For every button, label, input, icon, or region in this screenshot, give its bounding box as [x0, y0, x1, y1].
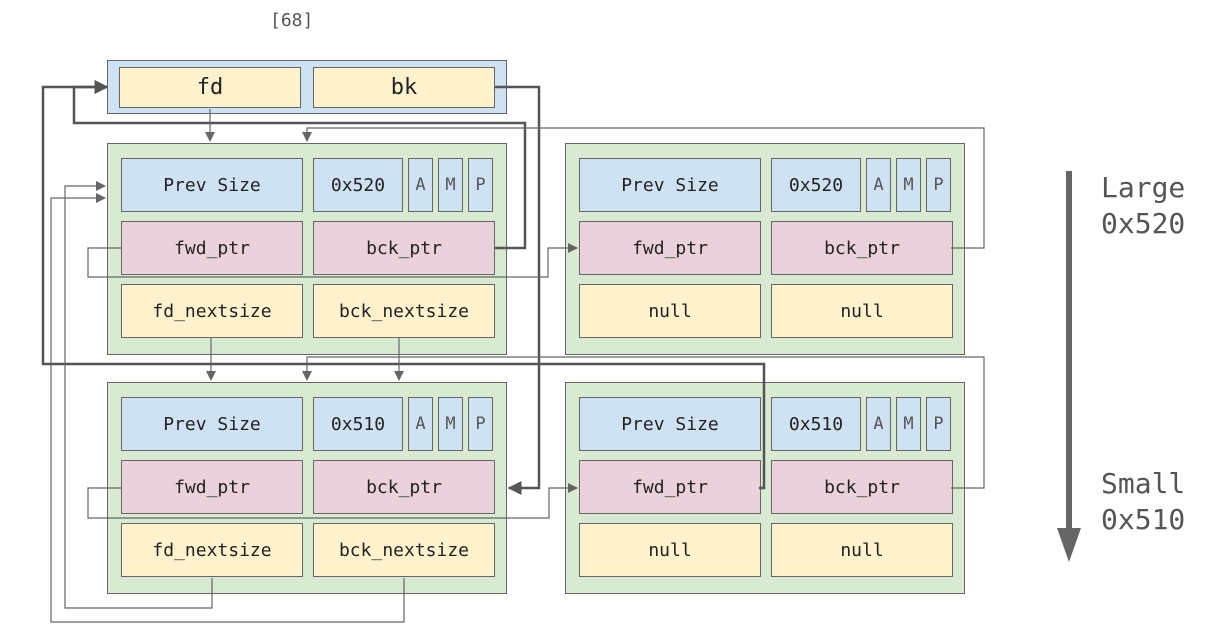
flag-a-cell: A	[408, 158, 433, 212]
flag-a-text: A	[873, 175, 884, 195]
flag-m-text: M	[903, 414, 914, 434]
bck-nextsize-text: null	[840, 539, 884, 561]
bin-index-label: [68]	[270, 10, 314, 31]
flag-m-cell: M	[438, 397, 463, 451]
fwd-ptr-text: fwd_ptr	[632, 476, 708, 498]
bck-nextsize-cell: bck_nextsize	[313, 284, 495, 338]
flag-a-text: A	[873, 414, 884, 434]
fd-nextsize-cell: fd_nextsize	[121, 523, 303, 577]
fd-nextsize-cell: null	[579, 523, 761, 577]
prev-size-cell: Prev Size	[121, 158, 303, 212]
small-size-label: Small 0x510	[1101, 467, 1186, 536]
bck-nextsize-cell: null	[771, 523, 953, 577]
flag-m-text: M	[445, 414, 456, 434]
chunk-large-1: Prev Size 0x520 A M P fwd_ptr bck_ptr fd…	[107, 143, 507, 355]
flag-p-cell: P	[926, 158, 951, 212]
flag-a-text: A	[415, 414, 426, 434]
fd-nextsize-text: null	[648, 539, 692, 561]
bck-nextsize-text: null	[840, 300, 884, 322]
bck-ptr-cell: bck_ptr	[771, 460, 953, 514]
flag-p-text: P	[933, 414, 944, 434]
bin-bk-text: bk	[390, 75, 418, 100]
bck-ptr-text: bck_ptr	[366, 476, 442, 498]
bck-ptr-cell: bck_ptr	[771, 221, 953, 275]
chunk-large-2: Prev Size 0x520 A M P fwd_ptr bck_ptr nu…	[565, 143, 965, 355]
size-order-arrowhead	[1057, 528, 1081, 562]
fd-nextsize-cell: null	[579, 284, 761, 338]
bck-ptr-text: bck_ptr	[824, 476, 900, 498]
flag-m-text: M	[903, 175, 914, 195]
size-cell: 0x510	[771, 397, 861, 451]
fwd-ptr-cell: fwd_ptr	[121, 460, 303, 514]
size-text: 0x520	[788, 174, 844, 196]
bin-fd-text: fd	[196, 75, 224, 100]
bck-ptr-cell: bck_ptr	[313, 221, 495, 275]
flag-m-cell: M	[438, 158, 463, 212]
small-fwd-to-bin	[41, 80, 766, 490]
size-text: 0x510	[330, 413, 386, 435]
fwd-ptr-cell: fwd_ptr	[121, 221, 303, 275]
bck-ptr-text: bck_ptr	[366, 237, 442, 259]
fd-nextsize-cell: fd_nextsize	[121, 284, 303, 338]
small2-bck-loop	[302, 356, 985, 489]
small-fd-nextsize-loop	[64, 181, 213, 609]
bin-bk-cell: bk	[313, 67, 495, 108]
flag-p-text: P	[475, 414, 486, 434]
bin-bk-to-small-bck	[495, 85, 541, 495]
bck-nextsize-cell: null	[771, 284, 953, 338]
bck-ptr-cell: bck_ptr	[313, 460, 495, 514]
flag-p-cell: P	[926, 397, 951, 451]
prev-size-text: Prev Size	[621, 174, 719, 196]
flag-a-text: A	[415, 175, 426, 195]
chunk-small-2: Prev Size 0x510 A M P fwd_ptr bck_ptr nu…	[565, 382, 965, 594]
flag-m-cell: M	[896, 158, 921, 212]
flag-m-text: M	[445, 175, 456, 195]
prev-size-cell: Prev Size	[579, 397, 761, 451]
flag-p-text: P	[475, 175, 486, 195]
large2-bck-loop	[302, 127, 985, 249]
flag-p-cell: P	[468, 397, 493, 451]
flag-a-cell: A	[866, 158, 891, 212]
prev-size-text: Prev Size	[163, 413, 261, 435]
bck-nextsize-text: bck_nextsize	[338, 300, 470, 322]
size-cell: 0x520	[313, 158, 403, 212]
large1-fwd-to-large2	[87, 243, 578, 278]
fwd-ptr-cell: fwd_ptr	[579, 460, 761, 514]
bck-to-bin-fd	[72, 80, 527, 250]
bck-ptr-text: bck_ptr	[824, 237, 900, 259]
bin-header: fd bk	[107, 60, 507, 114]
flag-p-cell: P	[468, 158, 493, 212]
fwd-ptr-text: fwd_ptr	[174, 476, 250, 498]
size-cell: 0x510	[313, 397, 403, 451]
size-cell: 0x520	[771, 158, 861, 212]
bin-fd-cell: fd	[119, 67, 301, 108]
fd-nextsize-text: null	[648, 300, 692, 322]
flag-a-cell: A	[408, 397, 433, 451]
prev-size-text: Prev Size	[621, 413, 719, 435]
small1-fwd-to-small2	[87, 483, 578, 519]
bck-nextsize-cell: bck_nextsize	[313, 523, 495, 577]
fwd-ptr-cell: fwd_ptr	[579, 221, 761, 275]
prev-size-text: Prev Size	[163, 174, 261, 196]
prev-size-cell: Prev Size	[121, 397, 303, 451]
small-bck-nextsize-loop	[50, 193, 405, 623]
chunk-small-1: Prev Size 0x510 A M P fwd_ptr bck_ptr fd…	[107, 382, 507, 594]
flag-m-cell: M	[896, 397, 921, 451]
fwd-ptr-text: fwd_ptr	[632, 237, 708, 259]
size-text: 0x510	[788, 413, 844, 435]
fwd-ptr-text: fwd_ptr	[174, 237, 250, 259]
fd-nextsize-text: fd_nextsize	[152, 300, 272, 322]
flag-a-cell: A	[866, 397, 891, 451]
size-text: 0x520	[330, 174, 386, 196]
fd-nextsize-text: fd_nextsize	[152, 539, 272, 561]
bck-nextsize-text: bck_nextsize	[338, 539, 470, 561]
prev-size-cell: Prev Size	[579, 158, 761, 212]
large-size-label: Large 0x520	[1101, 171, 1186, 240]
flag-p-text: P	[933, 175, 944, 195]
